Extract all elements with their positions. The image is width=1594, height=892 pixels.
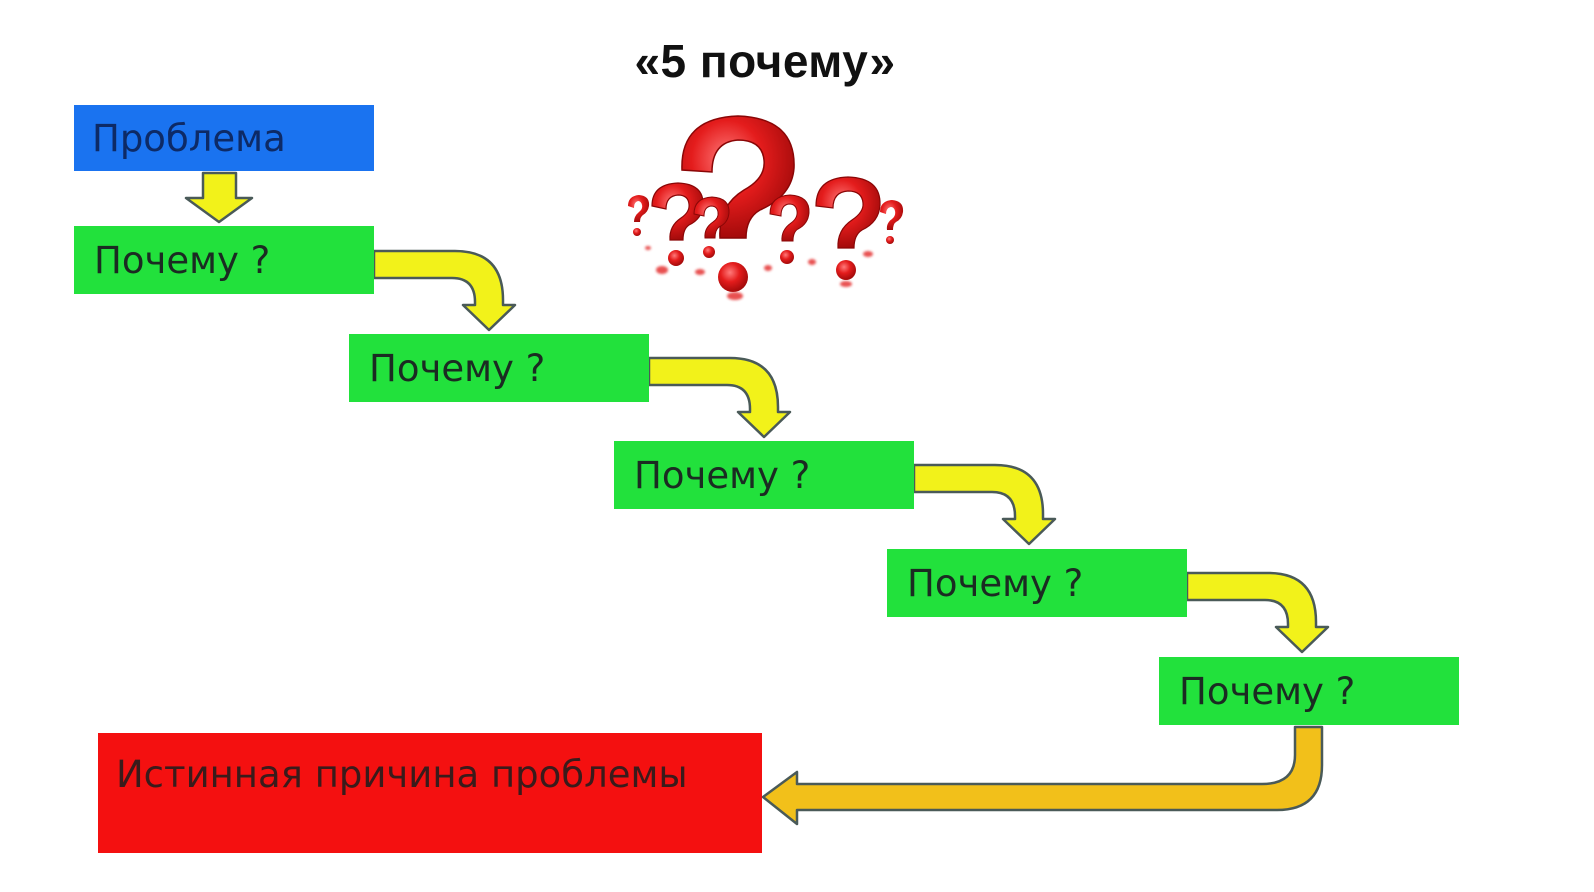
- curved-arrow-icon: [372, 249, 517, 332]
- why-step-5: Почему ?: [1159, 657, 1459, 725]
- curved-arrow-icon: [912, 463, 1057, 546]
- why-step-2: Почему ?: [349, 334, 649, 402]
- page-title: «5 почему»: [634, 35, 896, 87]
- why-step-1: Почему ?: [74, 226, 374, 294]
- curved-arrow-icon: [1185, 571, 1330, 654]
- root-cause-box: Истинная причина проблемы: [98, 733, 762, 853]
- curved-arrow-icon: [647, 356, 792, 439]
- why-step-4: Почему ?: [887, 549, 1187, 617]
- down-arrow-icon: [184, 171, 254, 224]
- problem-box: Проблема: [74, 105, 374, 171]
- why-step-3: Почему ?: [614, 441, 914, 509]
- return-arrow-icon: [761, 725, 1324, 826]
- red-question-marks-icon: [628, 115, 904, 300]
